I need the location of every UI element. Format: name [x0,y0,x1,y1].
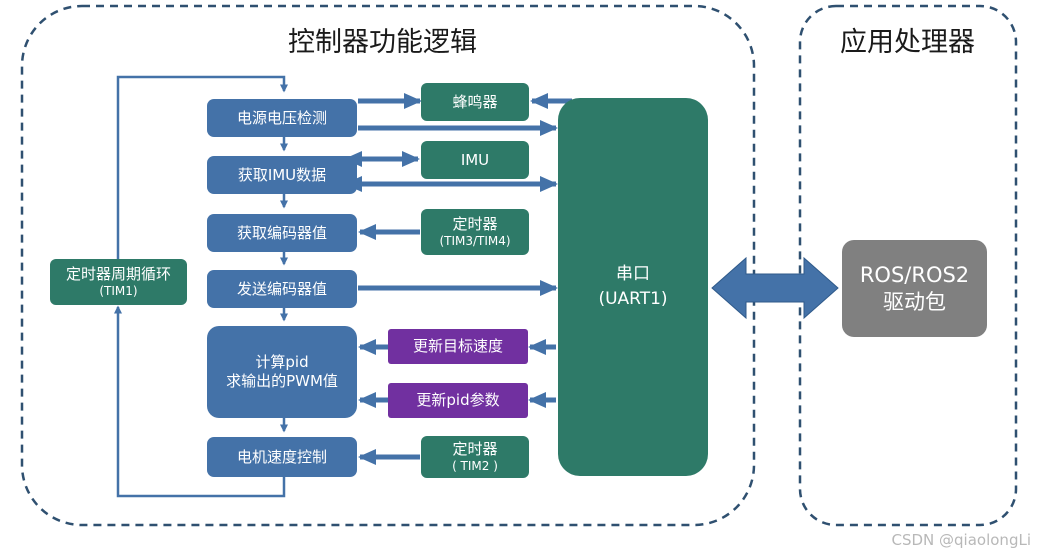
step-encoder-get: 获取编码器值 [207,214,357,252]
loop-line-top [116,75,288,268]
serial-port-box: 串口 (UART1) [558,98,708,476]
buzzer-label: 蜂鸣器 [452,92,498,111]
step-imu-label: 获取IMU数据 [237,165,327,184]
ros-driver-box: ROS/ROS2 驱动包 [842,240,987,337]
step-pid-compute: 计算pid 求输出的PWM值 [207,326,357,418]
imu-box: IMU [421,141,529,179]
update-pid-params-box: 更新pid参数 [388,383,528,418]
update-target-speed-box: 更新目标速度 [388,329,528,364]
update-target-speed-label: 更新目标速度 [412,337,503,356]
timer-motor-sub: ( TIM2 ) [452,458,498,473]
app-processor-region [798,4,1018,527]
update-pid-params-label: 更新pid参数 [416,391,500,410]
serial-port-sub: (UART1) [598,289,668,309]
step-encoder-send: 发送编码器值 [207,270,357,308]
ros-driver-line2: 驱动包 [883,289,946,314]
step-voltage-label: 电源电压检测 [236,108,327,127]
timer-motor-box: 定时器 ( TIM2 ) [421,436,529,478]
controller-title: 控制器功能逻辑 [288,27,477,58]
step-pid-line1: 计算pid [255,353,309,372]
ros-driver-line1: ROS/ROS2 [859,263,970,288]
loop-timer-box: 定时器周期循环 (TIM1) [50,259,187,305]
step-imu-read: 获取IMU数据 [207,156,357,194]
loop-timer-sub: (TIM1) [99,283,138,298]
timer-encoder-sub: (TIM3/TIM4) [439,233,511,248]
watermark-text: CSDN @qiaolongLi [891,531,1032,549]
step-motor-control: 电机速度控制 [207,437,357,477]
app-processor-title: 应用处理器 [840,27,975,58]
imu-label: IMU [460,150,490,169]
loop-timer-label: 定时器周期循环 [65,265,171,284]
step-encoder-send-label: 发送编码器值 [236,279,327,298]
timer-motor-label: 定时器 [452,440,498,459]
step-pid-line2: 求输出的PWM值 [226,372,338,390]
controller-region [20,4,756,527]
timer-encoder-box: 定时器 (TIM3/TIM4) [421,209,529,255]
buzzer-box: 蜂鸣器 [421,83,529,121]
serial-port-label: 串口 [616,263,650,284]
step-motor-label: 电机速度控制 [236,447,327,466]
step-encoder-get-label: 获取编码器值 [236,223,327,242]
timer-encoder-label: 定时器 [452,215,498,234]
step-voltage-check: 电源电压检测 [207,99,357,137]
loop-line-bottom [114,305,286,498]
serial-ros-double-arrow [711,256,839,320]
